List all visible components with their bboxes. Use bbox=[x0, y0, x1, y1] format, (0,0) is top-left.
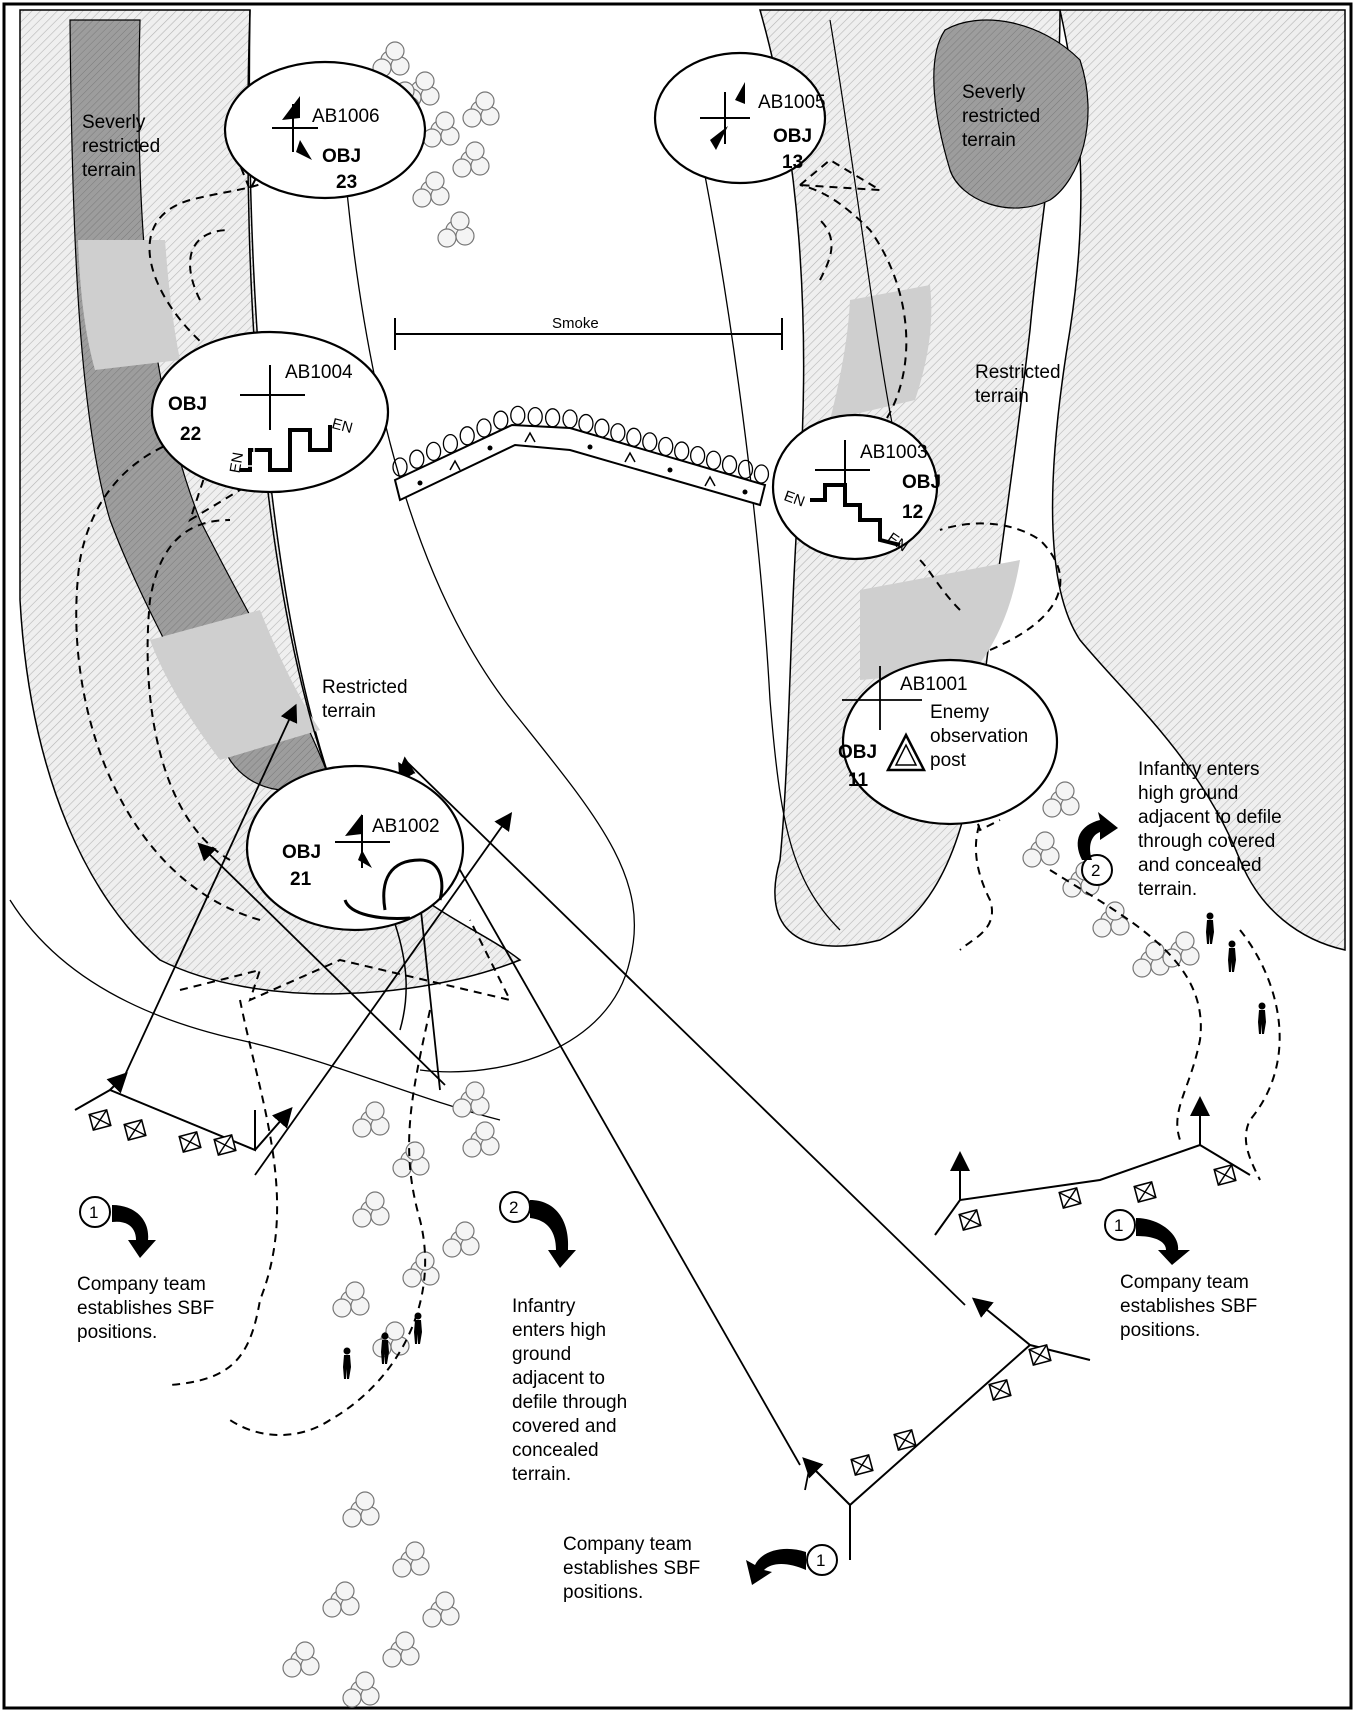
obj-22-number: 22 bbox=[180, 424, 201, 445]
mine-dot bbox=[488, 446, 493, 451]
svg-text:Company team: Company team bbox=[563, 1534, 692, 1555]
svg-text:Company team: Company team bbox=[77, 1274, 206, 1295]
tp-ab1002: AB1002 bbox=[372, 816, 440, 837]
svg-text:1: 1 bbox=[1114, 1216, 1123, 1235]
svg-text:terrain.: terrain. bbox=[1138, 879, 1197, 900]
svg-text:Company team: Company team bbox=[1120, 1272, 1249, 1293]
obj-22-label: OBJ bbox=[168, 394, 207, 415]
vehicle-icon bbox=[1059, 1188, 1081, 1208]
vehicle-icon bbox=[124, 1120, 146, 1140]
svg-text:Restricted: Restricted bbox=[322, 677, 408, 698]
svg-text:establishes SBF: establishes SBF bbox=[563, 1558, 700, 1579]
obj-23-label: OBJ bbox=[322, 146, 361, 167]
vehicle-icon bbox=[1134, 1182, 1156, 1202]
svg-text:establishes SBF: establishes SBF bbox=[1120, 1296, 1257, 1317]
svg-text:Severly: Severly bbox=[962, 82, 1026, 103]
vehicle-icon bbox=[1029, 1345, 1051, 1365]
tp-ab1003: AB1003 bbox=[860, 442, 928, 463]
smoke-label: Smoke bbox=[552, 315, 599, 332]
obj-13-label: OBJ bbox=[773, 126, 812, 147]
objective-23: AB1006 OBJ 23 bbox=[225, 62, 425, 198]
svg-text:Severly: Severly bbox=[82, 112, 146, 133]
svg-text:positions.: positions. bbox=[1120, 1320, 1200, 1341]
svg-text:restricted: restricted bbox=[82, 136, 160, 157]
svg-text:terrain: terrain bbox=[962, 130, 1016, 151]
svg-text:and concealed: and concealed bbox=[1138, 855, 1262, 876]
vehicle-icon bbox=[894, 1430, 916, 1450]
obj-12-number: 12 bbox=[902, 502, 923, 523]
svg-text:restricted: restricted bbox=[962, 106, 1040, 127]
svg-text:concealed: concealed bbox=[512, 1440, 599, 1461]
svg-text:1: 1 bbox=[816, 1551, 825, 1570]
enemy-op-line1: Enemy bbox=[930, 702, 990, 723]
svg-text:adjacent to defile: adjacent to defile bbox=[1138, 807, 1282, 828]
enemy-op-line3: post bbox=[930, 750, 967, 771]
svg-text:positions.: positions. bbox=[77, 1322, 157, 1343]
svg-text:covered and: covered and bbox=[512, 1416, 617, 1437]
en-label-22a: EN bbox=[227, 451, 247, 474]
svg-text:high ground: high ground bbox=[1138, 783, 1238, 804]
vehicle-icon bbox=[851, 1455, 873, 1475]
svg-text:2: 2 bbox=[509, 1198, 518, 1217]
svg-text:adjacent to: adjacent to bbox=[512, 1368, 605, 1389]
vehicle-icon bbox=[214, 1135, 236, 1155]
mine-dot bbox=[588, 445, 593, 450]
svg-text:terrain: terrain bbox=[322, 701, 376, 722]
tp-ab1005: AB1005 bbox=[758, 92, 826, 113]
svg-text:ground: ground bbox=[512, 1344, 571, 1365]
svg-text:2: 2 bbox=[1091, 861, 1100, 880]
enemy-op-line2: observation bbox=[930, 726, 1028, 747]
vehicle-icon bbox=[1214, 1165, 1236, 1185]
vehicle-icon bbox=[959, 1210, 981, 1230]
svg-text:Infantry enters: Infantry enters bbox=[1138, 759, 1259, 780]
objective-13: AB1005 OBJ 13 bbox=[655, 53, 826, 183]
obj-11-number: 11 bbox=[848, 770, 869, 791]
obj-11-label: OBJ bbox=[838, 742, 877, 763]
svg-text:terrain: terrain bbox=[82, 160, 136, 181]
svg-text:Infantry: Infantry bbox=[512, 1296, 576, 1317]
objective-22: AB1004 OBJ 22 EN EN bbox=[152, 332, 388, 492]
svg-text:1: 1 bbox=[89, 1203, 98, 1222]
svg-text:terrain.: terrain. bbox=[512, 1464, 571, 1485]
svg-text:defile through: defile through bbox=[512, 1392, 627, 1413]
svg-text:enters high: enters high bbox=[512, 1320, 606, 1341]
tp-ab1004: AB1004 bbox=[285, 362, 353, 383]
objective-21: AB1002 OBJ 21 bbox=[247, 766, 463, 930]
mine-dot bbox=[418, 481, 423, 486]
obj-23-number: 23 bbox=[336, 172, 357, 193]
svg-text:Restricted: Restricted bbox=[975, 362, 1061, 383]
tp-ab1006: AB1006 bbox=[312, 106, 380, 127]
svg-text:through covered: through covered bbox=[1138, 831, 1275, 852]
svg-text:terrain: terrain bbox=[975, 386, 1029, 407]
vehicle-icon bbox=[179, 1132, 201, 1152]
mine-dot bbox=[668, 468, 673, 473]
obj-13-number: 13 bbox=[782, 152, 803, 173]
obj-12-label: OBJ bbox=[902, 472, 941, 493]
tp-ab1001: AB1001 bbox=[900, 674, 968, 695]
obj-21-number: 21 bbox=[290, 869, 312, 890]
vehicle-icon bbox=[89, 1110, 111, 1130]
svg-text:positions.: positions. bbox=[563, 1582, 643, 1603]
svg-text:establishes SBF: establishes SBF bbox=[77, 1298, 214, 1319]
mine-dot bbox=[743, 490, 748, 495]
obj-21-label: OBJ bbox=[282, 842, 321, 863]
vehicle-icon bbox=[989, 1380, 1011, 1400]
